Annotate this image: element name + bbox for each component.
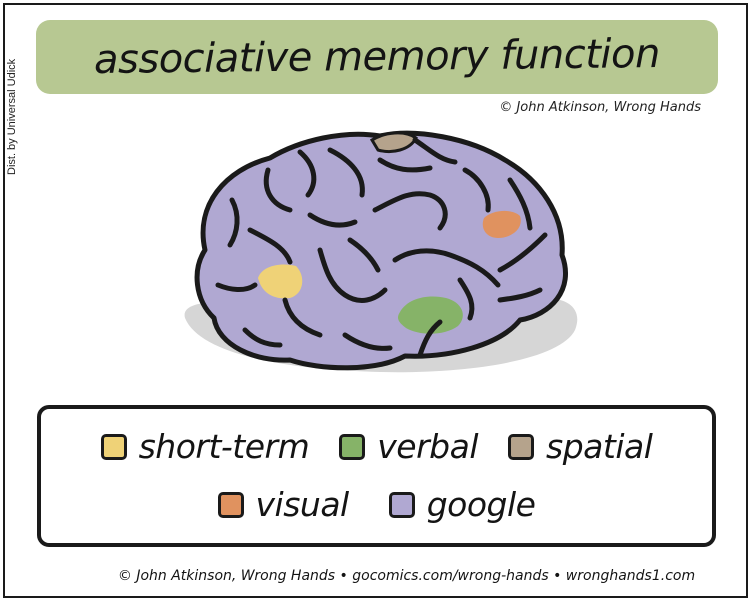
- footer-credit: © John Atkinson, Wrong Hands • gocomics.…: [117, 568, 696, 584]
- short-term-swatch: [100, 433, 127, 460]
- legend-label-spatial: spatial: [546, 427, 653, 466]
- brain-folds: [215, 137, 548, 358]
- visual-region: [482, 210, 521, 238]
- verbal-swatch: [339, 433, 366, 460]
- legend-row-1: short-term verbal spatial: [41, 427, 712, 466]
- brain-body: [194, 130, 569, 371]
- legend-item-spatial: spatial: [508, 427, 653, 466]
- visual-swatch: [217, 491, 244, 518]
- verbal-region: [398, 296, 463, 334]
- legend-label-google: google: [426, 485, 536, 524]
- legend-item-short-term: short-term: [100, 427, 310, 466]
- legend-label-short-term: short-term: [138, 427, 310, 466]
- title-banner: associative memory function: [36, 20, 718, 94]
- legend-label-verbal: verbal: [377, 427, 479, 466]
- short-term-region: [258, 264, 303, 299]
- legend-item-verbal: verbal: [339, 427, 479, 466]
- top-credit: © John Atkinson, Wrong Hands: [499, 100, 701, 115]
- legend-row-2: visual google: [41, 485, 712, 524]
- legend-label-visual: visual: [255, 485, 350, 524]
- spatial-swatch: [508, 433, 535, 460]
- google-swatch: [388, 491, 415, 518]
- legend-item-google: google: [388, 485, 536, 524]
- legend-item-visual: visual: [217, 485, 350, 524]
- legend-box: short-term verbal spatial visual google: [37, 405, 716, 547]
